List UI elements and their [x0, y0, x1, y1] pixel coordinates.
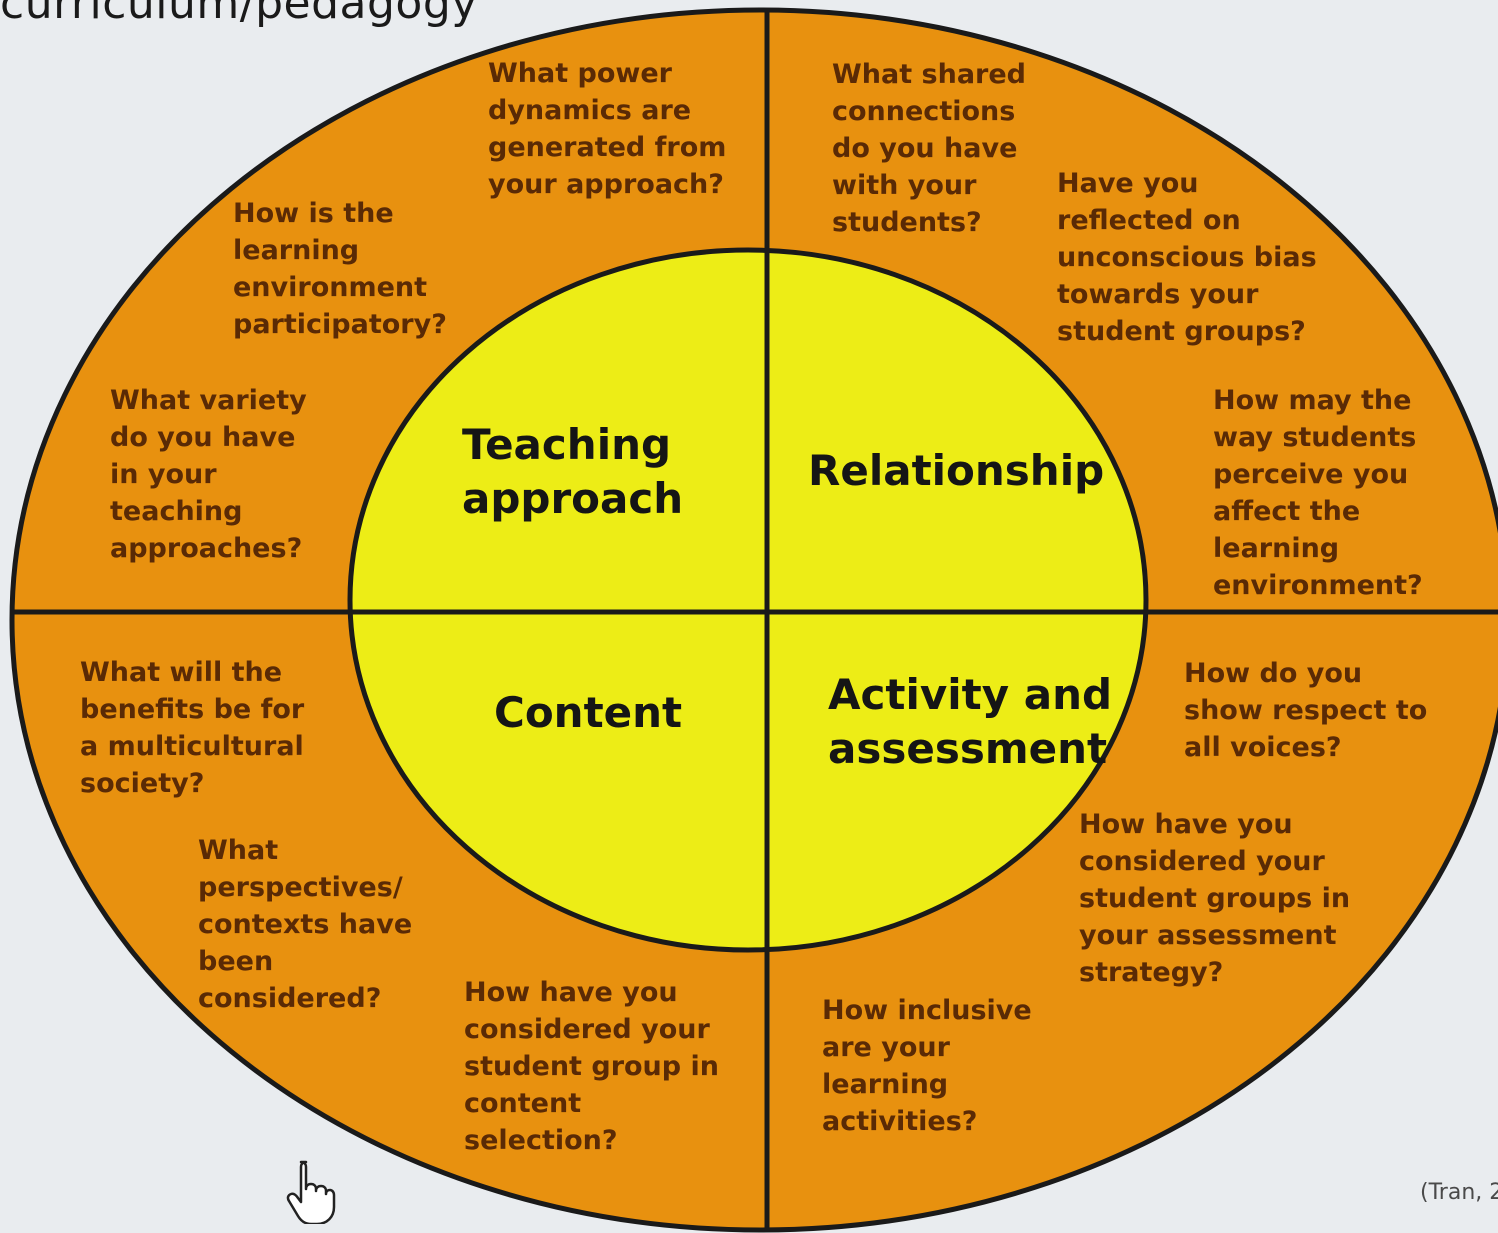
question-participatory: How is the learning environment particip… — [233, 198, 447, 340]
question-respect-voices: How do you show respect to all voices? — [1184, 658, 1428, 763]
question-multicultural-benefits: What will the benefits be for a multicul… — [80, 657, 305, 799]
inner-circle — [347, 247, 1149, 953]
teaching-approach-label: Teaching approach — [462, 420, 684, 523]
question-power-dynamics: What power dynamics are generated from y… — [488, 58, 727, 200]
question-content-selection: How have you considered your student gro… — [464, 977, 719, 1156]
question-student-perception: How may the way students perceive you af… — [1213, 385, 1423, 601]
hand-pointer-icon — [283, 1158, 337, 1228]
question-shared-connections: What shared connections do you have with… — [832, 59, 1026, 238]
question-inclusive-activities: How inclusive are your learning activiti… — [822, 995, 1032, 1137]
question-unconscious-bias: Have you reflected on unconscious bias t… — [1057, 168, 1317, 347]
question-teaching-variety: What variety do you have in your teachin… — [110, 385, 307, 564]
relationship-label: Relationship — [808, 446, 1105, 495]
citation: (Tran, 2 — [1420, 1180, 1498, 1205]
question-perspectives: What perspectives/ contexts have been co… — [198, 835, 413, 1014]
activity-assessment-label: Activity and assessment — [828, 670, 1113, 773]
page-title: curriculum/pedagogy — [0, 0, 478, 29]
content-label: Content — [494, 688, 683, 737]
question-assessment-strategy: How have you considered your student gro… — [1079, 809, 1351, 988]
